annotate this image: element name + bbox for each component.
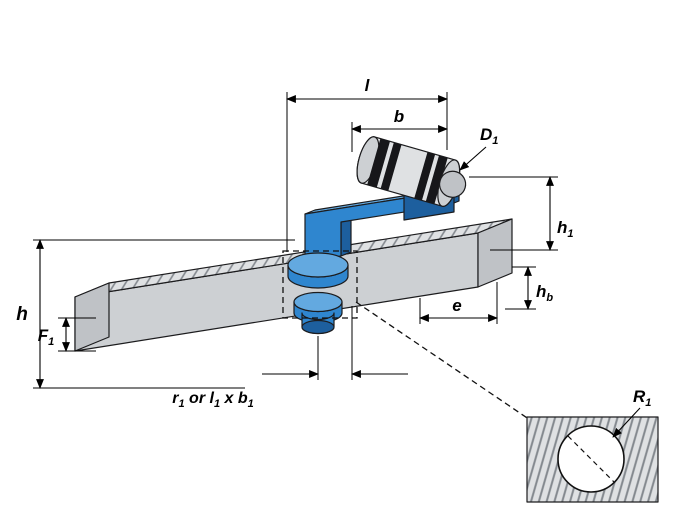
roller-band	[414, 152, 436, 201]
detail-leader-line	[355, 301, 543, 429]
rail-beam	[74, 218, 513, 352]
label-b: b	[394, 107, 404, 126]
roller-stud	[438, 170, 467, 198]
detail-section-view	[526, 416, 659, 503]
pin-collar-top	[293, 291, 343, 313]
detail-bore-axis	[567, 435, 615, 483]
dimension-b: b	[351, 107, 448, 152]
pin-tip-cap	[301, 319, 335, 335]
label-h1: h1	[557, 218, 574, 240]
label-R1: R1	[633, 387, 651, 409]
beam-left-end-face	[74, 282, 110, 352]
dimension-hb: hb	[505, 266, 553, 310]
dimension-h: h	[16, 239, 295, 389]
dimension-h1: h1	[469, 176, 574, 251]
leader-line	[459, 146, 487, 171]
dimension-d1: D1	[459, 125, 498, 171]
roller-band	[425, 155, 448, 205]
arm-vertical-side-face	[340, 217, 352, 257]
roller	[356, 136, 467, 207]
pin-flange-top	[287, 252, 349, 278]
label-hb: hb	[536, 282, 553, 304]
roller-band	[380, 142, 402, 191]
label-e: e	[452, 296, 461, 315]
beam-right-end-face	[477, 218, 513, 288]
dimension-f1: F1	[38, 317, 96, 352]
dimension-l: l	[286, 76, 448, 252]
dimension-r1: r1 or l1 x b1	[172, 306, 408, 410]
label-d1: D1	[480, 125, 498, 147]
label-l: l	[365, 76, 371, 95]
leader-line	[612, 407, 641, 438]
roller-band	[367, 138, 390, 188]
dimension-e: e	[419, 282, 498, 324]
label-h: h	[16, 304, 28, 325]
label-r1: r1 or l1 x b1	[172, 390, 254, 410]
dimension-R1: R1	[612, 387, 651, 438]
label-f1: F1	[38, 326, 55, 348]
beam-front-face	[74, 232, 479, 352]
